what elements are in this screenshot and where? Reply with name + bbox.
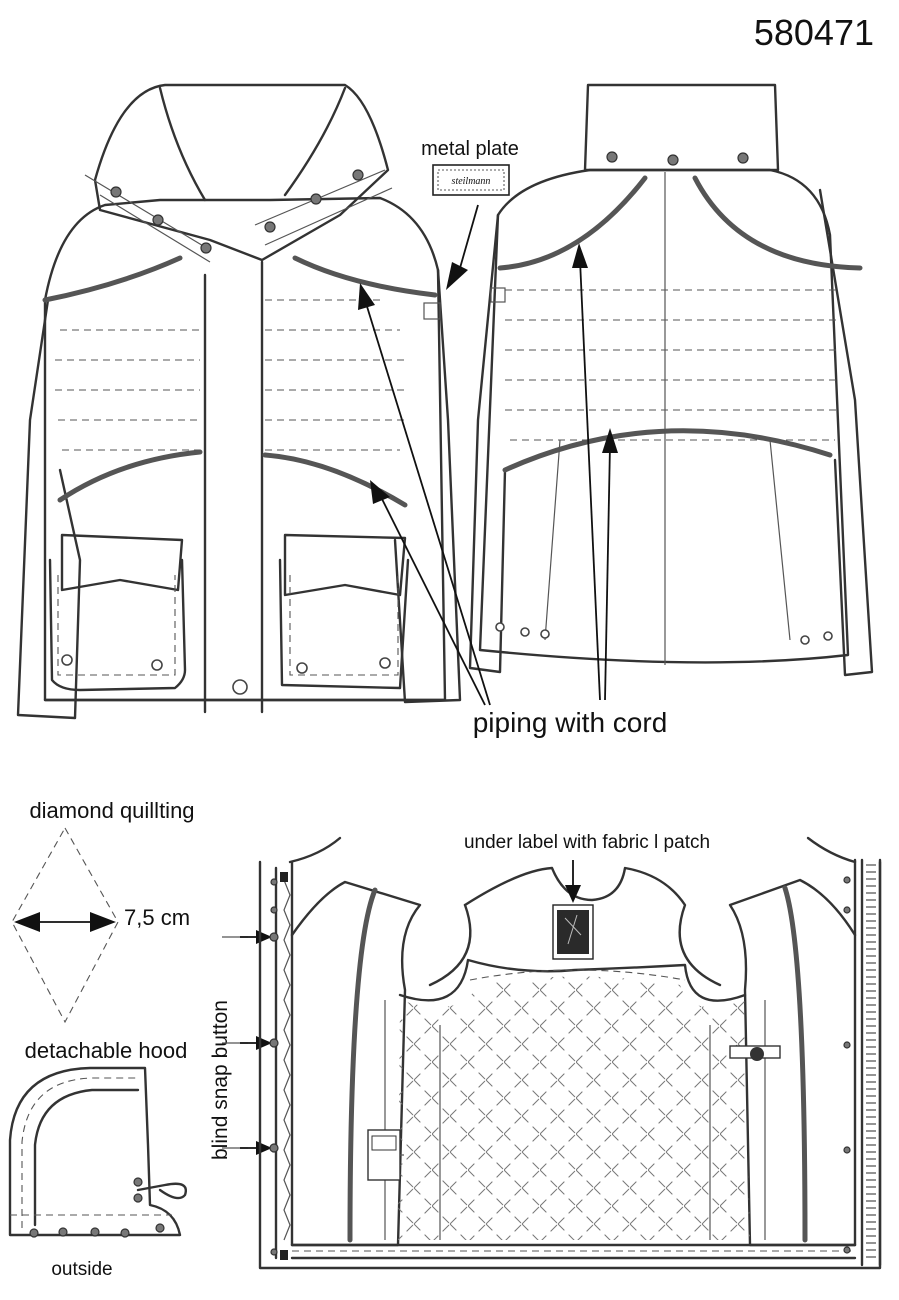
under-label-caption: under label with fabric l patch (464, 832, 710, 853)
quilt-size-label: 7,5 cm (124, 905, 190, 930)
jacket-front-view (16, 83, 462, 720)
jacket-inside-view (258, 836, 882, 1270)
blind-snap-label: blind snap button (209, 1000, 232, 1160)
diamond-quilting-detail: diamond quillting 7,5 cm (11, 798, 195, 1024)
jacket-back-view (468, 83, 874, 677)
metal-plate-callout: metal plate steilmann (421, 138, 519, 290)
article-number: 580471 (754, 12, 874, 53)
blind-snap-callout: blind snap button (209, 930, 272, 1160)
detachable-hood-label: detachable hood (25, 1038, 188, 1063)
piping-label: piping with cord (473, 707, 668, 738)
diamond-quilting-label: diamond quillting (29, 798, 194, 823)
metal-plate-brand: steilmann (452, 176, 491, 187)
metal-plate-label: metal plate (421, 138, 519, 160)
hood-outside-label: outside (51, 1259, 112, 1280)
detachable-hood-detail: detachable hood outside (8, 1038, 188, 1280)
piping-callout: piping with cord (358, 243, 667, 738)
